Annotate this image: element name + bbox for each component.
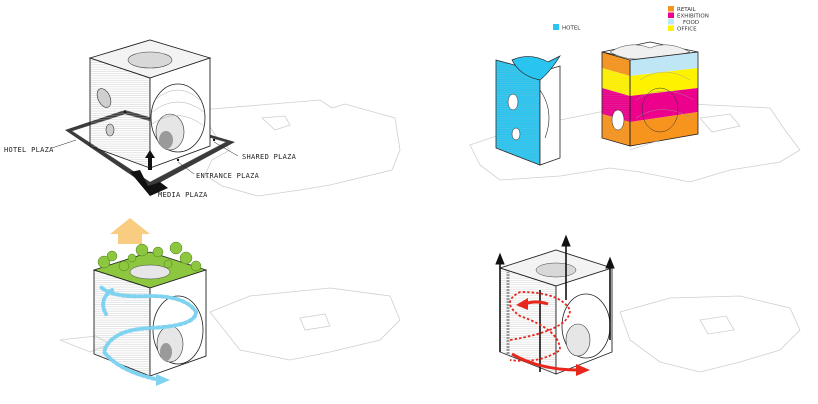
site-outline [619, 295, 801, 373]
exhaust-arrow [110, 218, 150, 244]
hotel-volume-side [539, 65, 561, 166]
legend-swatch-office [668, 25, 674, 31]
label-entrance-plaza: ENTRANCE PLAZA [196, 172, 260, 180]
legend-swatch-hotel [553, 24, 559, 30]
legend-swatch-exhibition [668, 12, 674, 18]
ramp-spiral [509, 291, 571, 362]
panel-circulation [495, 234, 801, 376]
legend-label-hotel: HOTEL [562, 26, 581, 32]
tree-canopy [97, 241, 202, 272]
legend-label-office: OFFICE [677, 26, 697, 32]
legend-swatch-food [668, 19, 674, 25]
site-outline [199, 99, 401, 197]
airflow-path [98, 284, 199, 382]
legend-swatch-retail [668, 6, 674, 12]
site-outline [209, 287, 401, 361]
panel-plazas: HOTEL PLAZA SHARED PLAZA ENTRANCE PLAZA … [4, 39, 401, 199]
label-hotel-plaza: HOTEL PLAZA [4, 146, 54, 154]
legend-label-food: FOOD [683, 20, 699, 26]
mixed-use-volume [601, 41, 699, 147]
legend-label-exhibition: EXHIBITION [677, 13, 709, 19]
label-shared-plaza: SHARED PLAZA [242, 153, 297, 161]
label-media-plaza: MEDIA PLAZA [158, 191, 208, 199]
panel-environment [59, 218, 401, 386]
legend-label-retail: RETAIL [677, 7, 697, 13]
